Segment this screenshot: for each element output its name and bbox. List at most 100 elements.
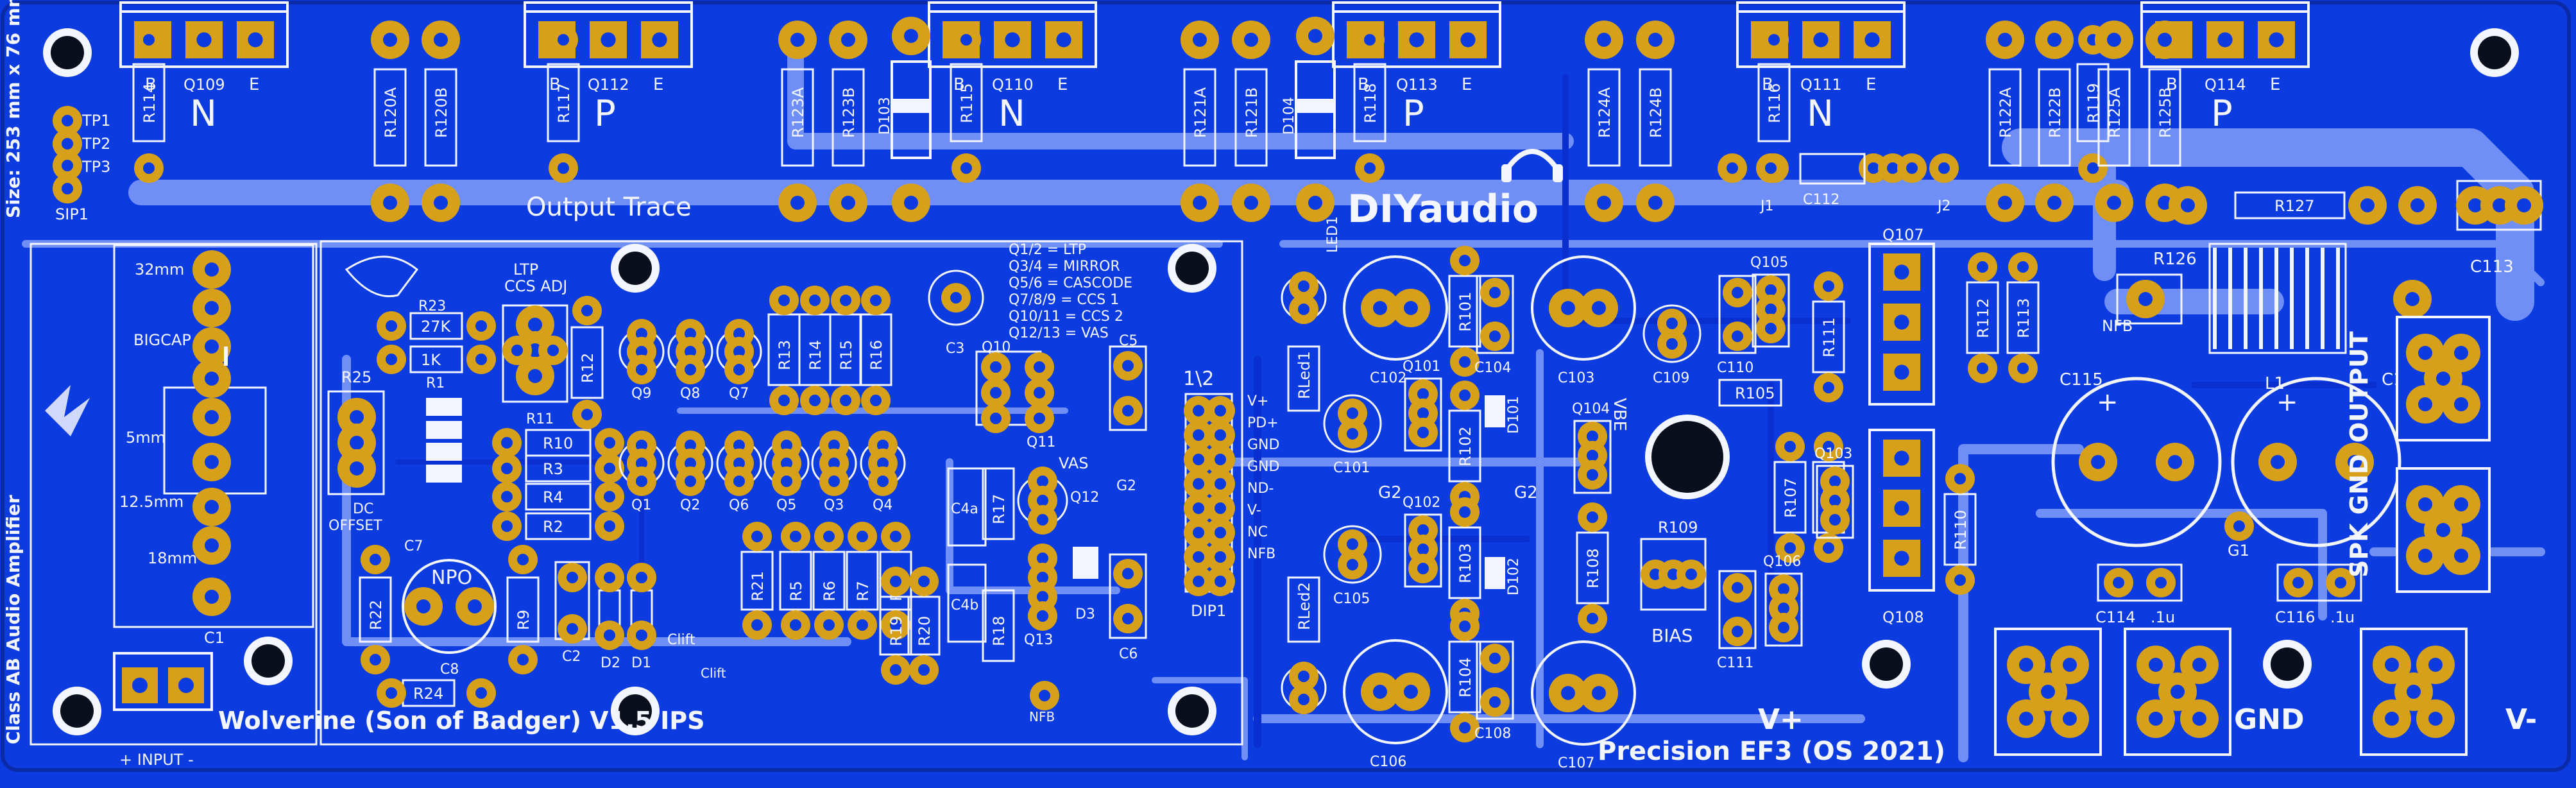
rail-vminus-label: V- <box>2505 703 2537 736</box>
pad <box>492 428 522 458</box>
cap-c103-label: C103 <box>1558 370 1594 386</box>
pad <box>2406 385 2444 424</box>
resistor-r16-label: R16 <box>867 340 885 370</box>
pad <box>814 522 844 551</box>
pad <box>1450 381 1480 410</box>
pad <box>1756 314 1786 343</box>
pad <box>1392 289 1430 327</box>
c3-outline <box>928 270 984 326</box>
r1-label: R1 <box>426 375 445 391</box>
resistor-r121a-outline <box>1183 68 1216 167</box>
r126-label: R126 <box>2153 250 2197 269</box>
output-conn-label: OUTPUT <box>2345 331 2373 443</box>
resistor-r116-outline <box>1757 63 1791 142</box>
transistor-ref: Q110 <box>992 76 1034 94</box>
transistor-type: N <box>190 93 217 135</box>
pad <box>800 386 830 415</box>
dc-label: DC <box>353 501 373 517</box>
transistor-q108-label: Q108 <box>1882 608 1924 626</box>
pad <box>1408 554 1438 583</box>
svg-text:DIYaudio: DIYaudio <box>1347 187 1539 232</box>
cap-c114-label: C114 <box>2095 608 2136 626</box>
ef3-pin-7: NC <box>1247 524 1268 540</box>
cap-c117-polarity: + <box>2276 388 2298 417</box>
pad <box>881 567 910 596</box>
resistor-r119-label: R119 <box>2085 83 2103 123</box>
r12-label: R12 <box>579 353 597 383</box>
cap-c117-outline <box>2231 377 2401 547</box>
sip1-label: SIP1 <box>55 205 89 223</box>
transistor-ref: Q114 <box>2205 76 2246 94</box>
pad <box>1113 559 1143 588</box>
resistor-r19-label: R19 <box>887 616 905 646</box>
pad <box>1945 565 1975 595</box>
transistor-q105-label: Q105 <box>1750 255 1788 271</box>
pad <box>627 355 656 384</box>
dim-12mm: 12.5mm <box>119 493 183 511</box>
npo-label: NPO <box>431 567 472 589</box>
pad <box>981 352 1011 382</box>
r3-label: R3 <box>543 460 563 478</box>
resistor-r101-label: R101 <box>1456 292 1474 332</box>
resistor-r118-outline <box>1353 63 1386 142</box>
transistor-pin-e: E <box>2270 75 2280 94</box>
resistor-r115-outline <box>950 63 983 142</box>
ef3-pin-3: GND <box>1247 437 1279 453</box>
pad <box>1181 184 1219 222</box>
cap-c111-outline <box>1718 570 1757 649</box>
spkgnd-conn-label: SPK GND <box>2345 454 2373 578</box>
cap-c106-outline <box>1343 639 1448 744</box>
ips-note-5: Q10/11 = CCS 2 <box>1009 309 1123 325</box>
pad <box>1775 432 1805 461</box>
pad <box>909 655 939 685</box>
pad <box>2146 568 2176 597</box>
pad <box>1355 25 1385 55</box>
pad <box>724 355 754 384</box>
pad <box>1814 271 1843 301</box>
resistor-r101-outline <box>1448 275 1481 348</box>
pad-drill <box>2269 32 2284 47</box>
pad <box>2051 699 2089 738</box>
diode-d102-label: D102 <box>1506 558 1522 595</box>
pad <box>861 386 891 415</box>
resistor-r5-label: R5 <box>787 581 805 601</box>
rled1-label: RLed1 <box>1295 351 1313 399</box>
diode-d102-body <box>1485 557 1505 589</box>
offset-label: OFFSET <box>328 518 382 534</box>
transistor-q106-outline <box>1764 572 1803 647</box>
pad <box>1585 21 1623 59</box>
pad <box>1480 278 1510 307</box>
input-connector: + INPUT - <box>113 652 213 769</box>
clift-label: Clift <box>667 632 695 648</box>
q13-label: Q13 <box>1024 632 1053 648</box>
pad <box>508 545 538 574</box>
resistor-r105-label: R105 <box>1735 384 1775 402</box>
resistor-r120a-label: R120A <box>382 87 400 138</box>
c4b-label: C4b <box>951 597 978 613</box>
pad <box>781 522 810 551</box>
resistor-r5-outline <box>779 551 812 611</box>
r25-outline <box>327 390 385 495</box>
resistor-r103-outline <box>1448 526 1481 599</box>
pad <box>1636 21 1675 59</box>
pad <box>2258 443 2297 481</box>
resistor-r124a-outline <box>1587 68 1621 167</box>
transistor-type: P <box>594 93 616 135</box>
pad <box>558 614 587 644</box>
transistor-pin-b: B <box>145 75 157 94</box>
cap-c110-label: C110 <box>1717 360 1753 376</box>
pad <box>361 645 390 674</box>
pad <box>1206 567 1235 596</box>
transistor-pin-b: B <box>953 75 965 94</box>
transistor-q2-label: Q2 <box>680 497 700 513</box>
pad <box>868 467 898 496</box>
dip-pins-label: 1\2 <box>1183 368 1214 390</box>
r3-outline <box>525 454 592 483</box>
pad <box>981 404 1011 433</box>
pad <box>361 545 390 574</box>
pad <box>1232 184 1270 222</box>
bias-label: BIAS <box>1651 625 1693 646</box>
pad-drill <box>1894 364 1909 380</box>
